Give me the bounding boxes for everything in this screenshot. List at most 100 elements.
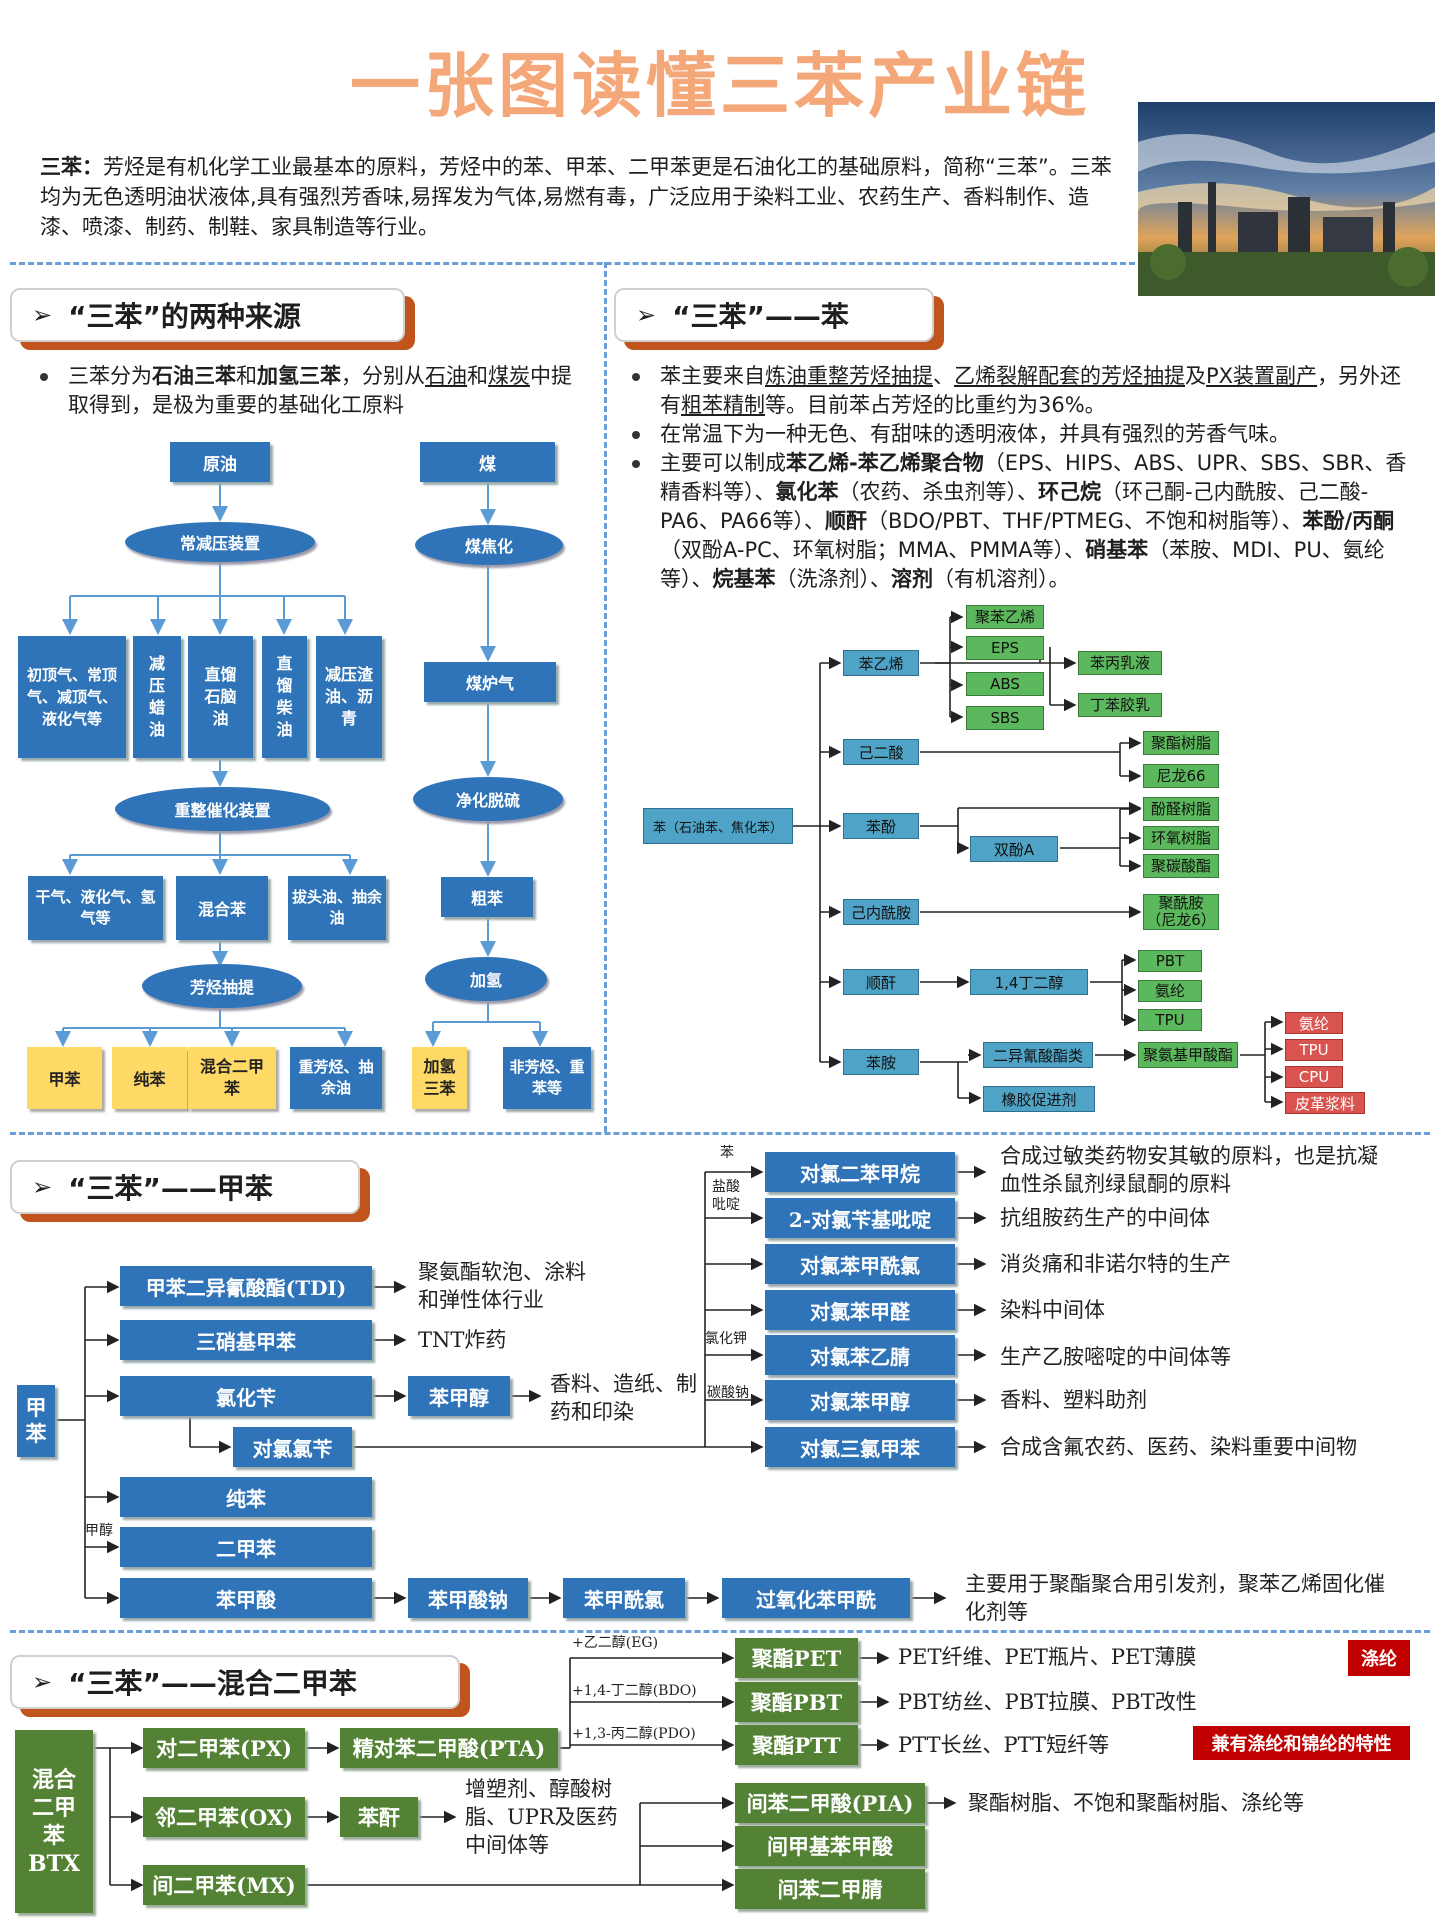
node-tpu: TPU <box>1138 1009 1202 1031</box>
benzene-source-text: 苯主要来自炼油重整芳烃抽提、乙烯裂解配套的芳烃抽提及PX装置副产，另外还有粗苯精… <box>660 364 1402 417</box>
node-sbs: SBS <box>966 706 1044 730</box>
node-xylene: 二甲苯 <box>120 1527 372 1567</box>
node-polyester-resin: 聚酯树脂 <box>1143 731 1219 755</box>
node-polyurethane: 聚氨基甲酸酯 <box>1138 1042 1238 1068</box>
node-naphtha: 直馏石脑油 <box>188 636 253 758</box>
node-benzyl-chloride: 氯化苄 <box>120 1376 372 1416</box>
text-p5-use: 生产乙胺嘧啶的中间体等 <box>1000 1345 1231 1369</box>
node-benzoyl-peroxide: 过氧化苯甲酰 <box>722 1578 910 1618</box>
node-p3: 对氯苯甲酰氯 <box>765 1244 955 1284</box>
section-header-sources: ➢ “三苯”的两种来源 <box>10 288 405 342</box>
node-leather-slurry: 皮革浆料 <box>1285 1092 1365 1114</box>
node-non-aromatics: 非芳烃、重苯等 <box>503 1047 591 1109</box>
intro-term: 三苯： <box>40 155 103 179</box>
text-bpo-use: 主要用于聚酯聚合用引发剂，聚苯乙烯固化催化剂等 <box>965 1572 1385 1624</box>
node-tnt: 三硝基甲苯 <box>120 1320 372 1360</box>
arrow-right-icon: ➢ <box>32 301 53 329</box>
node-toluene-output: 甲苯 <box>27 1047 102 1109</box>
node-styrene-acrylic: 苯丙乳液 <box>1078 651 1162 675</box>
node-benzene-root: 苯（石油苯、焦化苯） <box>643 808 793 844</box>
node-rubber-accelerator: 橡胶促进剂 <box>983 1086 1095 1112</box>
text-p3-use: 消炎痛和非诺尔特的生产 <box>1000 1252 1231 1276</box>
node-ptt: 聚酯PTT <box>735 1725 858 1765</box>
node-epoxy-resin: 环氧树脂 <box>1143 826 1219 850</box>
node-px: 对二甲苯(PX) <box>143 1728 305 1768</box>
arrow-right-icon: ➢ <box>32 1668 53 1696</box>
node-benzyl-alcohol: 苯甲醇 <box>408 1376 510 1416</box>
node-maleic-anhydride: 顺酐 <box>843 969 919 995</box>
node-benzoic-acid: 苯甲酸 <box>120 1578 372 1618</box>
page-title: 一张图读懂三苯产业链 <box>350 45 1090 127</box>
node-p6: 对氯苯甲醇 <box>765 1380 955 1420</box>
node-abs: ABS <box>966 672 1044 696</box>
node-ox: 邻二甲苯(OX) <box>143 1797 305 1837</box>
node-sodium-benzoate: 苯甲酸钠 <box>408 1578 528 1618</box>
node-aniline: 苯胺 <box>843 1049 919 1075</box>
label-benzene: 苯 <box>720 1145 734 1161</box>
benzene-products-text: 主要可以制成苯乙烯-苯乙烯聚合物（EPS、HIPS、ABS、UPR、SBS、SB… <box>660 451 1407 591</box>
arrow-right-icon: ➢ <box>636 301 657 329</box>
benzene-property-text: 在常温下为一种无色、有甜味的透明液体，并具有强烈的芳香气味。 <box>660 422 1290 446</box>
section-header-benzene: ➢ “三苯”——苯 <box>614 288 934 342</box>
node-pu-cpu: CPU <box>1285 1066 1343 1088</box>
node-hydrogenation: 加氢 <box>425 957 547 1001</box>
intro-text: 芳烃是有机化学工业最基本的原料，芳烃中的苯、甲苯、二甲苯更是石油化工的基础原料，… <box>40 155 1112 239</box>
refinery-photo <box>1138 102 1435 296</box>
node-pu-spandex: 氨纶 <box>1285 1012 1343 1034</box>
label-bdo: +1,4-丁二醇(BDO) <box>572 1683 697 1699</box>
node-pure-benzene-output: 纯苯 <box>112 1047 187 1109</box>
text-pa-use: 增塑剂、醇酸树脂、UPR及医药中间体等 <box>465 1777 618 1857</box>
node-p-chlorobenzyl-chloride: 对氯氯苄 <box>233 1427 352 1467</box>
node-phenol: 苯酚 <box>843 813 919 839</box>
node-styrene: 苯乙烯 <box>843 650 919 676</box>
node-p7: 对氯三氯甲苯 <box>765 1427 955 1467</box>
node-bisphenol-a: 双酚A <box>970 836 1058 862</box>
section-title: “三苯”——甲苯 <box>68 1172 273 1205</box>
node-pia: 间苯二甲酸(PIA) <box>735 1783 925 1823</box>
node-light-gases: 初顶气、常顶气、减顶气、液化气等 <box>18 636 126 758</box>
section-title: “三苯”——苯 <box>672 300 849 333</box>
label-kcl: 氯化钾 <box>705 1331 747 1347</box>
node-diisocyanates: 二异氰酸酯类 <box>983 1042 1093 1068</box>
node-crude-benzene: 粗苯 <box>441 877 533 917</box>
node-purification: 净化脱硫 <box>413 777 563 821</box>
node-bdo: 1,4丁二醇 <box>970 969 1088 995</box>
text-pet-use: PET纤维、PET瓶片、PET薄膜 <box>898 1645 1197 1669</box>
node-caprolactam: 己内酰胺 <box>843 899 919 925</box>
section-header-toluene: ➢ “三苯”——甲苯 <box>10 1160 360 1214</box>
section-header-xylene: ➢ “三苯”——混合二甲苯 <box>10 1655 460 1709</box>
section-title: “三苯”——混合二甲苯 <box>68 1667 357 1700</box>
node-pu-tpu: TPU <box>1285 1039 1343 1061</box>
node-vacuum-residue: 减压渣油、沥青 <box>316 636 382 758</box>
node-polystyrene: 聚苯乙烯 <box>966 605 1044 629</box>
arrow-right-icon: ➢ <box>32 1173 53 1201</box>
node-pta: 精对苯二甲酸(PTA) <box>340 1728 558 1768</box>
text-pia-use: 聚酯树脂、不饱和聚酯树脂、涤纶等 <box>968 1791 1304 1815</box>
node-p4: 对氯苯甲醛 <box>765 1290 955 1330</box>
bullet-dot <box>40 373 48 381</box>
node-spandex: 氨纶 <box>1138 980 1202 1002</box>
intro-paragraph: 三苯：芳烃是有机化学工业最基本的原料，芳烃中的苯、甲苯、二甲苯更是石油化工的基础… <box>40 152 1120 242</box>
bullet-dot <box>632 460 640 468</box>
text-p2-use: 抗组胺药生产的中间体 <box>1000 1206 1210 1230</box>
node-nylon66: 尼龙66 <box>1143 764 1219 788</box>
node-heavy-aromatics: 重芳烃、抽余油 <box>290 1047 382 1109</box>
text-pbt-use: PBT纺丝、PBT拉膜、PBT改性 <box>898 1690 1197 1714</box>
text-benzyl-alcohol-use: 香料、造纸、制药和印染 <box>550 1372 697 1424</box>
node-sb-latex: 丁苯胶乳 <box>1078 693 1162 717</box>
node-coal-gas: 煤炉气 <box>424 662 556 702</box>
label-pyridine-hcl: 盐酸吡啶 <box>712 1179 740 1213</box>
node-atm-vacuum-unit: 常减压装置 <box>125 522 315 562</box>
text-p4-use: 染料中间体 <box>1000 1298 1105 1322</box>
section-title: “三苯”的两种来源 <box>68 300 301 333</box>
node-straight-diesel: 直馏柴油 <box>262 636 307 758</box>
label-pdo: +1,3-丙二醇(PDO) <box>572 1726 696 1742</box>
text-p7-use: 合成含氟农药、医药、染料重要中间物 <box>1000 1435 1357 1459</box>
node-hydro-benzene: 加氢三苯 <box>412 1047 467 1109</box>
node-p5: 对氯苯乙腈 <box>765 1335 955 1375</box>
node-coal: 煤 <box>420 442 555 482</box>
node-p1: 对氯二苯甲烷 <box>765 1152 955 1192</box>
node-pbt: PBT <box>1138 950 1202 972</box>
node-aromatic-extraction: 芳烃抽提 <box>142 964 302 1008</box>
node-btx-root: 混合二甲苯BTX <box>15 1730 93 1913</box>
